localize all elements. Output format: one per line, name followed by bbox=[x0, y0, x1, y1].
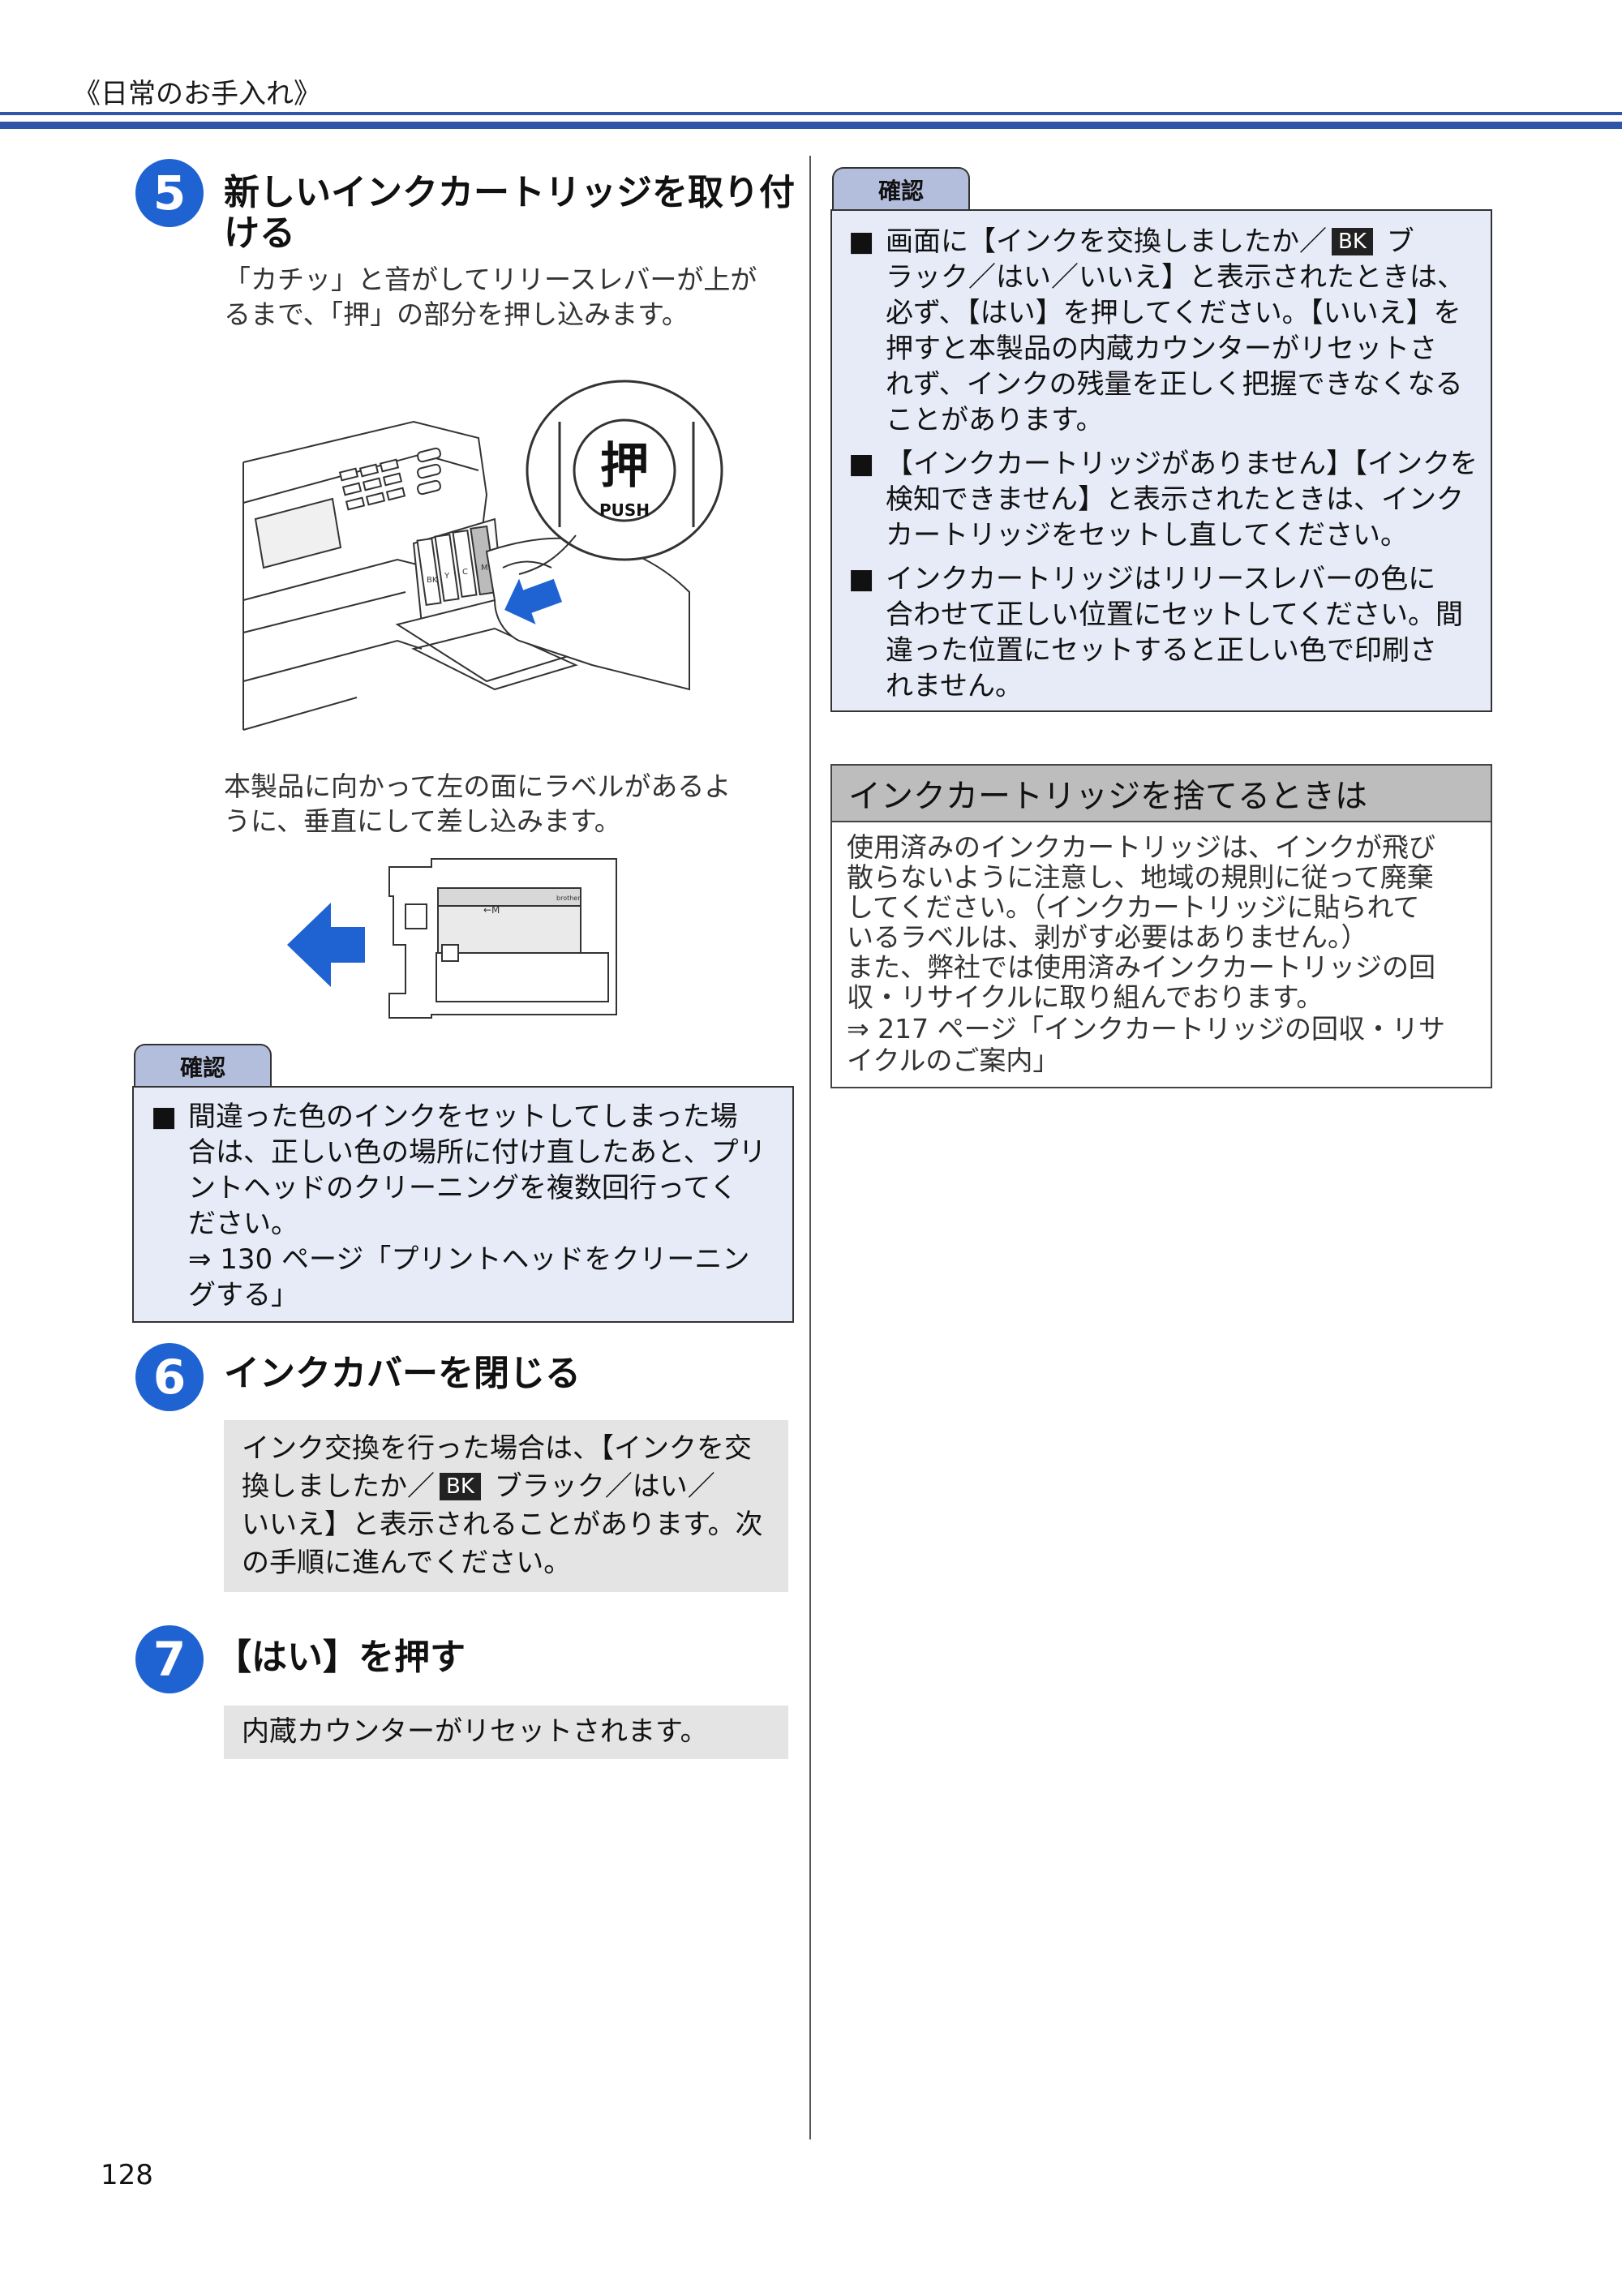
step-5-title-line1: 新しいインクカートリッジを取り付 bbox=[224, 172, 795, 213]
kakunin-right-item2-line3: カートリッジをセットし直してください。 bbox=[886, 519, 1408, 551]
step-6-note-line2: 換しましたか／BK ブラック／はい／ bbox=[242, 1468, 715, 1506]
bay-label-m: M bbox=[481, 564, 488, 573]
header-rule-thin bbox=[0, 112, 1622, 115]
dispose-link-line1[interactable]: ⇒ 217 ページ「インクカートリッジの回収・リサ bbox=[847, 1013, 1445, 1045]
column-divider bbox=[809, 156, 811, 2139]
dispose-box bbox=[830, 821, 1492, 1088]
kakunin-box-left bbox=[132, 1086, 794, 1323]
bay-label-bk: BK bbox=[427, 576, 438, 585]
kakunin-right-item1-line1-post: ブ bbox=[1386, 225, 1414, 258]
header-rule-thick bbox=[0, 122, 1622, 129]
bk-badge: BK bbox=[440, 1473, 481, 1500]
kakunin-box-right bbox=[830, 209, 1492, 712]
kakunin-left-line2: 合は、正しい色の場所に付け直したあと、プリ bbox=[188, 1136, 766, 1169]
step-5-badge: 5 bbox=[135, 159, 204, 227]
kakunin-right-bullet-2: ■ bbox=[848, 448, 875, 480]
kakunin-right-item1-line1: 画面に【インクを交換しましたか／BK ブ bbox=[886, 224, 1414, 260]
kakunin-right-item3-line3: 違った位置にセットすると正しい色で印刷さ bbox=[886, 634, 1437, 667]
kakunin-left-line5: ⇒ 130 ページ「プリントヘッドをクリーニン bbox=[188, 1243, 750, 1276]
page-number: 128 bbox=[101, 2159, 153, 2191]
dispose-heading: インクカートリッジを捨てるときは bbox=[830, 764, 1492, 822]
kakunin-right-item1-line5: れず、インクの残量を正しく把握できなくなる bbox=[886, 368, 1463, 401]
kakunin-left-bullet: ■ bbox=[151, 1101, 178, 1133]
kakunin-left-line1: 間違った色のインクをセットしてしまった場 bbox=[188, 1101, 738, 1133]
step-6-note-box bbox=[224, 1420, 788, 1592]
dispose-line1: 使用済みのインクカートリッジは、インクが飛び bbox=[847, 831, 1435, 863]
cartridge-insertion-illustration: 押 PUSH BK Y C M bbox=[242, 380, 723, 731]
step-7-note: 内蔵カウンターがリセットされます。 bbox=[242, 1715, 708, 1748]
bk-badge-right: BK bbox=[1332, 228, 1373, 255]
step-5-desc-line2: るまで、「押」の部分を押し込みます。 bbox=[224, 298, 689, 330]
cartridge-orientation-illustration: ←M brother bbox=[287, 858, 617, 1019]
kakunin-tab-left: 確認 bbox=[134, 1044, 272, 1088]
kakunin-right-item1-line3: 必ず、【はい】を押してください。【いいえ】を bbox=[886, 297, 1461, 329]
step-5-title-line2: ける bbox=[224, 212, 295, 254]
dispose-line5: また、弊社では使用済みインクカートリッジの回 bbox=[847, 951, 1435, 983]
chapter-title: 《日常のお手入れ》 bbox=[73, 78, 321, 110]
step-6-note-line3: いいえ】と表示されることがあります。次 bbox=[242, 1508, 763, 1541]
kakunin-right-item1-line4: 押すと本製品の内蔵カウンターがリセットさ bbox=[886, 333, 1437, 365]
step-6-badge: 6 bbox=[135, 1343, 204, 1411]
step-7-note-box bbox=[224, 1706, 788, 1759]
dispose-line3: してください。（インクカートリッジに貼られて bbox=[847, 891, 1420, 923]
step-5-desc2-line1: 本製品に向かって左の面にラベルがあるよ bbox=[224, 770, 732, 802]
step-6-note-line2-pre: 換しましたか／ bbox=[242, 1470, 435, 1503]
step-5-desc-line1: 「カチッ」と音がしてリリースレバーが上が bbox=[224, 264, 757, 295]
push-label: PUSH bbox=[599, 500, 650, 520]
kakunin-right-item3-line4: れません。 bbox=[886, 670, 1023, 702]
kakunin-right-item1-line1-pre: 画面に【インクを交換しましたか／ bbox=[886, 225, 1327, 258]
kakunin-right-bullet-1: ■ bbox=[848, 225, 875, 258]
dispose-line6: 収・リサイクルに取り組んでおります。 bbox=[847, 981, 1324, 1013]
bay-label-y: Y bbox=[444, 572, 450, 581]
cartridge-brand: brother bbox=[556, 895, 581, 902]
dispose-line4: いるラベルは、剥がす必要はありません。） bbox=[847, 921, 1368, 953]
kakunin-left-line3: ントヘッドのクリーニングを複数回行ってく bbox=[188, 1172, 738, 1204]
left-arrow-icon bbox=[287, 903, 365, 987]
kakunin-right-bullet-3: ■ bbox=[848, 563, 875, 595]
kakunin-right-item2-line2: 検知できません】と表示されたときは、インク bbox=[886, 483, 1464, 516]
kakunin-tab-right: 確認 bbox=[832, 167, 970, 211]
kakunin-right-item1-line6: ことがあります。 bbox=[886, 404, 1104, 436]
step-6-note-line1: インク交換を行った場合は、【インクを交 bbox=[242, 1432, 752, 1465]
kakunin-right-item3-line1: インクカートリッジはリリースレバーの色に bbox=[886, 563, 1436, 595]
kakunin-right-item1-line2: ラック／はい／いいえ】と表示されたときは、 bbox=[886, 261, 1465, 294]
dispose-line2: 散らないように注意し、地域の規則に従って廃棄 bbox=[847, 861, 1434, 893]
step-5-desc2-line2: うに、垂直にして差し込みます。 bbox=[224, 805, 621, 837]
dispose-link-line2[interactable]: イクルのご案内」 bbox=[847, 1045, 1060, 1076]
bay-label-c: C bbox=[462, 568, 468, 577]
step-6-title: インクカバーを閉じる bbox=[224, 1353, 581, 1394]
cartridge-color-label: ←M bbox=[483, 904, 500, 916]
step-6-note-line4: の手順に進んでください。 bbox=[242, 1547, 572, 1579]
step-6-note-line2-post: ブラック／はい／ bbox=[494, 1470, 715, 1503]
kakunin-right-item2-line1: 【インクカートリッジがありません】【インクを bbox=[886, 448, 1478, 480]
push-kanji: 押 bbox=[600, 438, 649, 495]
kakunin-right-item3-line2: 合わせて正しい位置にセットしてください。間 bbox=[886, 599, 1463, 631]
step-7-badge: 7 bbox=[135, 1625, 204, 1693]
step-7-title: 【はい】を押す bbox=[216, 1637, 466, 1678]
insert-arrow-icon bbox=[504, 578, 563, 624]
kakunin-left-line6: グする」 bbox=[188, 1279, 298, 1311]
kakunin-left-line4: ださい。 bbox=[188, 1208, 298, 1240]
